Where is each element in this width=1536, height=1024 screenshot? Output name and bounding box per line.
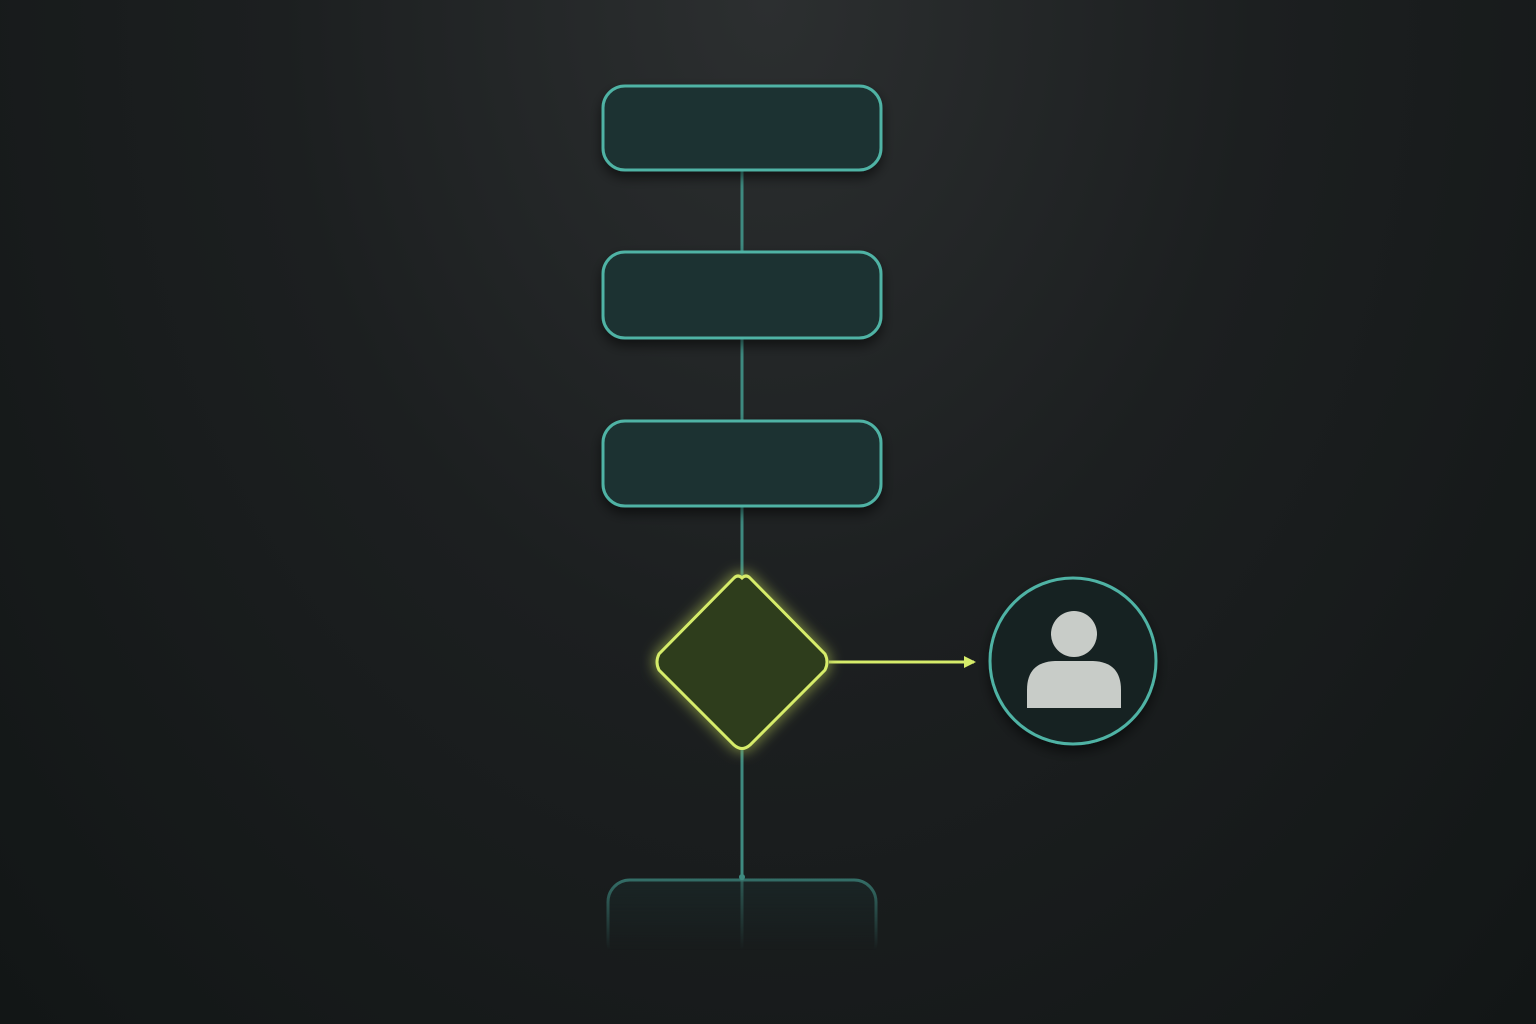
- process-node-2[interactable]: [601, 250, 883, 340]
- process-node-1[interactable]: [601, 84, 883, 172]
- person-icon: [1027, 611, 1121, 708]
- decision-node[interactable]: [655, 574, 829, 750]
- connector-junction-dot: [739, 874, 745, 880]
- process-node-3[interactable]: [601, 419, 883, 508]
- process-node-4-faded: [606, 874, 878, 966]
